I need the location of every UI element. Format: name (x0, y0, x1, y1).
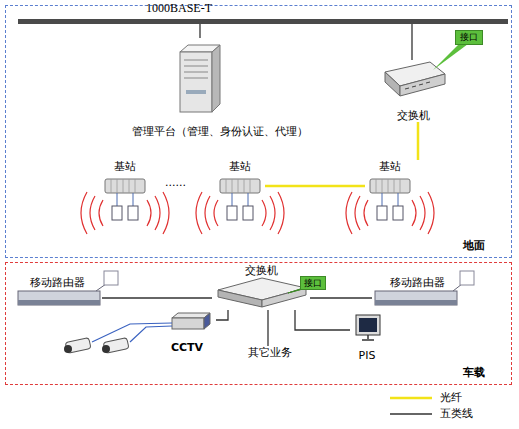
node-label: 管理平台（管理、身份认证、代理） (132, 125, 308, 138)
cable-link (267, 310, 268, 346)
cable-link (102, 297, 212, 298)
fiber-link (417, 122, 420, 160)
ethernet-bus: 1000BASE-T (18, 2, 508, 24)
cable-link (411, 24, 412, 60)
node-label: 接口 (304, 278, 322, 289)
vehicle-region: 车载 移动路由器 交换机接口 移动路由器 CCTV 其它业务 PIS (5, 262, 512, 385)
cctv-box: CCTV (158, 310, 216, 354)
legend-label: 五类线 (440, 407, 473, 420)
cable-link (216, 310, 228, 320)
node-label: 基站 (229, 160, 251, 173)
node-label: 基站 (114, 160, 136, 173)
node-label: 交换机 (245, 264, 278, 277)
management-server: 管理平台（管理、身份认证、代理） (95, 38, 345, 138)
pis-monitor-icon (356, 315, 380, 340)
node-label: 接口 (460, 32, 478, 43)
legend-label: 光纤 (440, 391, 462, 404)
legend-row: 光纤 (440, 391, 462, 405)
base-station-icon (81, 179, 169, 234)
vehicle-switch: 交换机 (212, 264, 310, 310)
legend-cable-line (390, 413, 432, 415)
node-label: CCTV (171, 341, 203, 354)
mobile-router: 移动路由器 (12, 276, 102, 310)
pis-display: PIS (350, 312, 384, 362)
legend-fiber-line (390, 397, 432, 400)
mobile-router: 移动路由器 (372, 276, 462, 310)
node-label: 基站 (379, 160, 401, 173)
base-station: 基站 (100, 160, 150, 200)
node-label: 移动路由器 (390, 276, 445, 289)
server-icon (180, 45, 220, 112)
node-label: 其它业务 (248, 346, 292, 359)
other-services: 其它业务 (240, 346, 300, 362)
cable-link (295, 310, 350, 330)
ellipsis-label: ...... (165, 176, 186, 189)
node-label: 移动路由器 (30, 276, 85, 289)
cable-link (310, 297, 372, 298)
node-label: 1000BASE-T (146, 2, 212, 15)
ground-region: 地面 1000BASE-T 管理平台（管理、身份认证、代理） 交换机 接口基站 基站 基站 (5, 5, 512, 258)
interface-callout: 接口 (300, 276, 326, 290)
cable-link (199, 24, 200, 38)
node-label: PIS (359, 349, 376, 362)
legend-row: 五类线 (440, 407, 473, 421)
interface-callout: 接口 (455, 30, 483, 45)
fiber-link (265, 185, 365, 188)
base-station: 基站 (365, 160, 415, 200)
vehicle-switch-icon (218, 278, 306, 307)
cctv-icon (64, 313, 210, 353)
switch-icon (385, 44, 468, 96)
node-label: 交换机 (397, 109, 430, 122)
node-label: 车载 (463, 366, 485, 379)
ground-switch: 交换机 (378, 60, 448, 122)
node-label: 地面 (463, 239, 485, 252)
base-station: 基站 (215, 160, 265, 200)
